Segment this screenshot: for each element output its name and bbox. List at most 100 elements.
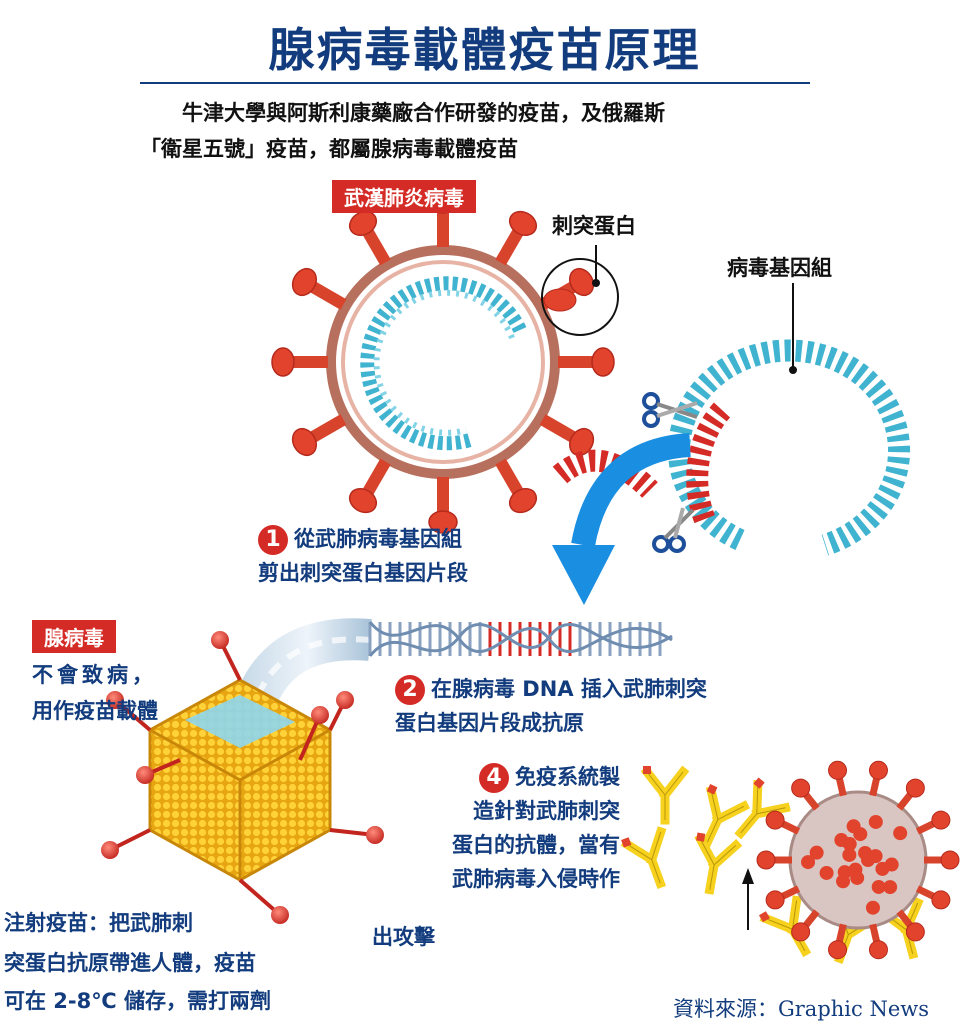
surface-spike (819, 865, 834, 880)
step-4-line-5: 出攻擊 (372, 925, 435, 949)
step-2-number: 2 (395, 675, 425, 705)
adenovirus-fiber-knob (136, 766, 154, 784)
spike-head (756, 850, 776, 870)
inject-line-3: 可在 2-8℃ 儲存，需打兩劑 (4, 989, 271, 1013)
surface-spike (883, 880, 898, 895)
adenovirus-fiber-knob (336, 691, 354, 709)
antibody-tip (753, 777, 765, 789)
surface-spike (871, 879, 886, 894)
antibody-tip (621, 837, 632, 848)
surface-spike (884, 857, 899, 872)
adenovirus-fiber-knob (311, 706, 329, 724)
step-2-line-1: 在腺病毒 DNA 插入武肺刺突 (431, 677, 707, 701)
dna-strand (368, 621, 673, 657)
adenovirus-line-2: 用作疫苗載體 (32, 699, 158, 723)
spike-head (905, 778, 925, 798)
spike-head (905, 922, 925, 942)
spike-head (828, 760, 848, 780)
spike-stalk (362, 229, 391, 266)
viral-genome-illustration (552, 283, 911, 556)
antibody-tip (696, 832, 706, 842)
antibody (701, 783, 750, 849)
adenovirus-line-1: 不會致病， (32, 663, 157, 687)
step-4-line-2: 造針對武肺刺突 (473, 799, 620, 823)
antibody (734, 777, 791, 840)
step-4-line-4: 武肺病毒入侵時作 (452, 867, 620, 891)
spike-stalk (495, 458, 524, 495)
antibody-outline (646, 771, 684, 820)
spike-head (348, 487, 378, 514)
spike-head (765, 890, 785, 910)
surface-spike (834, 833, 849, 848)
spike-head (508, 487, 538, 514)
surface-spike (858, 845, 873, 860)
spike-head (765, 810, 785, 830)
spike-stalk (310, 281, 347, 310)
antibody-outline (626, 831, 662, 884)
spike-head (791, 778, 811, 798)
spike-head (931, 890, 951, 910)
viral-genome-label: 病毒基因組 (727, 256, 832, 280)
spike-head (931, 810, 951, 830)
adenovirus-fiber-knob (366, 826, 384, 844)
step-1-line-1: 從武肺病毒基因組 (294, 527, 462, 551)
surface-spike (801, 855, 816, 870)
step-1-number: 1 (258, 525, 288, 555)
adenovirus-fiber-knob (106, 691, 124, 709)
surface-spike (846, 819, 861, 834)
covid-with-antibodies (756, 760, 960, 960)
adenovirus-illustration (101, 631, 384, 924)
step-2-line-2: 蛋白基因片段成抗原 (395, 711, 584, 735)
spike-head (940, 850, 960, 870)
spike-stalk (495, 229, 524, 266)
adenovirus-tag: 腺病毒 (32, 620, 116, 653)
surface-spike (842, 847, 857, 862)
surface-spike (893, 826, 908, 841)
step-1-line-2: 剪出刺突蛋白基因片段 (258, 561, 468, 585)
scissors-icon (642, 392, 698, 428)
surface-spike (836, 874, 851, 889)
antibody (640, 765, 690, 825)
step-4-number: 4 (479, 763, 509, 793)
adenovirus-fiber-knob (211, 631, 229, 649)
spike-head (591, 347, 615, 377)
antibody (694, 832, 743, 895)
spike-head (291, 427, 318, 457)
surface-spike (850, 870, 865, 885)
spike-head (791, 922, 811, 942)
scissors-icon (652, 507, 695, 553)
spike-head (271, 347, 295, 377)
antibody-outline (740, 784, 786, 834)
surface-spike (809, 845, 824, 860)
antibody-tip (758, 911, 770, 923)
title-rule (140, 82, 810, 84)
pointer-arrow-icon (742, 868, 754, 930)
spike-stalk (539, 414, 576, 443)
inject-line-2: 突蛋白抗原帶進人體，疫苗 (4, 951, 256, 975)
covid-virus-illustration (271, 190, 615, 534)
dna-backbone (368, 622, 673, 657)
step-4-line-3: 蛋白的抗體，當有 (452, 833, 620, 857)
covid-virus-tag: 武漢肺炎病毒 (332, 180, 476, 213)
spike-head (568, 267, 595, 297)
spike-head (868, 940, 888, 960)
antibody (620, 826, 667, 889)
antibody-tip (643, 766, 651, 774)
antibody-tip (706, 783, 718, 795)
spike-stalk (310, 414, 347, 443)
adenovirus-fiber-knob (271, 906, 289, 924)
intro-line-2: 「衛星五號」疫苗，都屬腺病毒載體疫苗 (140, 137, 518, 161)
spike-head (291, 267, 318, 297)
source-credit: 資料來源：Graphic News (672, 997, 929, 1021)
spike-head (868, 760, 888, 780)
spike-head (508, 210, 538, 237)
blue-arrow-icon (552, 433, 691, 605)
page-title: 腺病毒載體疫苗原理 (268, 23, 701, 77)
spike-callout (541, 245, 619, 336)
antibody-outline (699, 838, 737, 890)
intro-line-1: 牛津大學與阿斯利康藥廠合作研發的疫苗，及俄羅斯 (182, 101, 665, 125)
